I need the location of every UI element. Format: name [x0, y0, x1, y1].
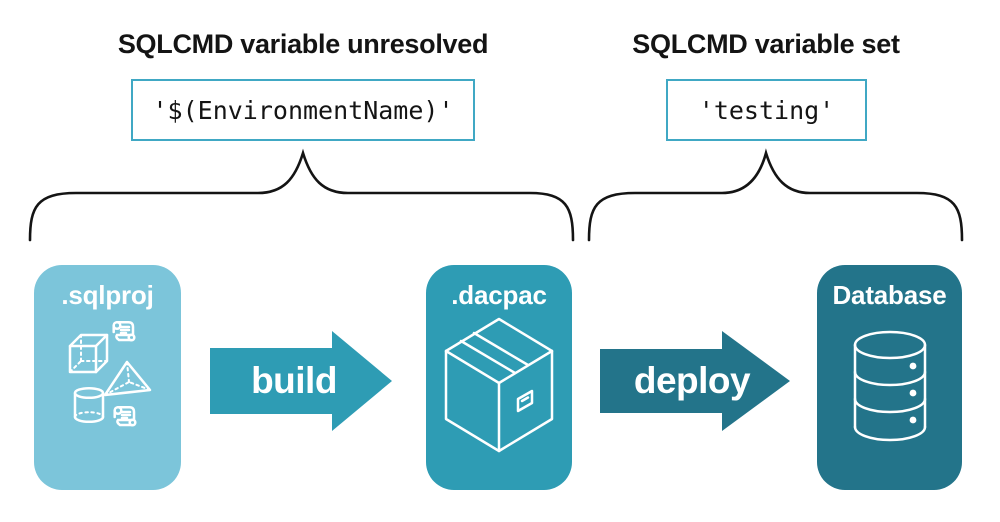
sql-project-objects-icon — [68, 320, 152, 427]
node-sqlproj-label: .sqlproj — [61, 280, 154, 310]
node-dacpac-label: .dacpac — [451, 280, 547, 310]
code-value-set: 'testing' — [698, 95, 835, 125]
deploy-arrow-label: deploy — [633, 360, 751, 401]
braces-layer — [28, 148, 964, 242]
database-cylinder-icon — [853, 330, 927, 442]
heading-sqlcmd-set: SQLCMD variable set — [632, 29, 900, 59]
node-database: Database — [817, 265, 962, 490]
heading-sqlcmd-unresolved: SQLCMD variable unresolved — [117, 29, 489, 59]
package-box-icon — [444, 317, 554, 453]
code-box-set: 'testing' — [666, 79, 867, 141]
code-value-unresolved: '$(EnvironmentName)' — [152, 95, 454, 125]
cylinder-icon — [73, 386, 105, 424]
deploy-arrow — [600, 331, 790, 431]
cube-icon — [68, 333, 109, 374]
script-scroll-icon — [113, 405, 137, 427]
code-box-unresolved: '$(EnvironmentName)' — [131, 79, 475, 141]
pyramid-icon — [103, 360, 152, 397]
build-arrow-label: build — [251, 360, 337, 401]
build-arrow — [210, 331, 392, 431]
package-label-icon — [516, 389, 534, 413]
brace-left — [28, 148, 575, 242]
node-database-label: Database — [832, 280, 947, 310]
node-dacpac: .dacpac — [426, 265, 572, 490]
brace-right — [587, 148, 964, 242]
script-scroll-icon — [112, 320, 136, 342]
node-sqlproj: .sqlproj — [34, 265, 181, 490]
